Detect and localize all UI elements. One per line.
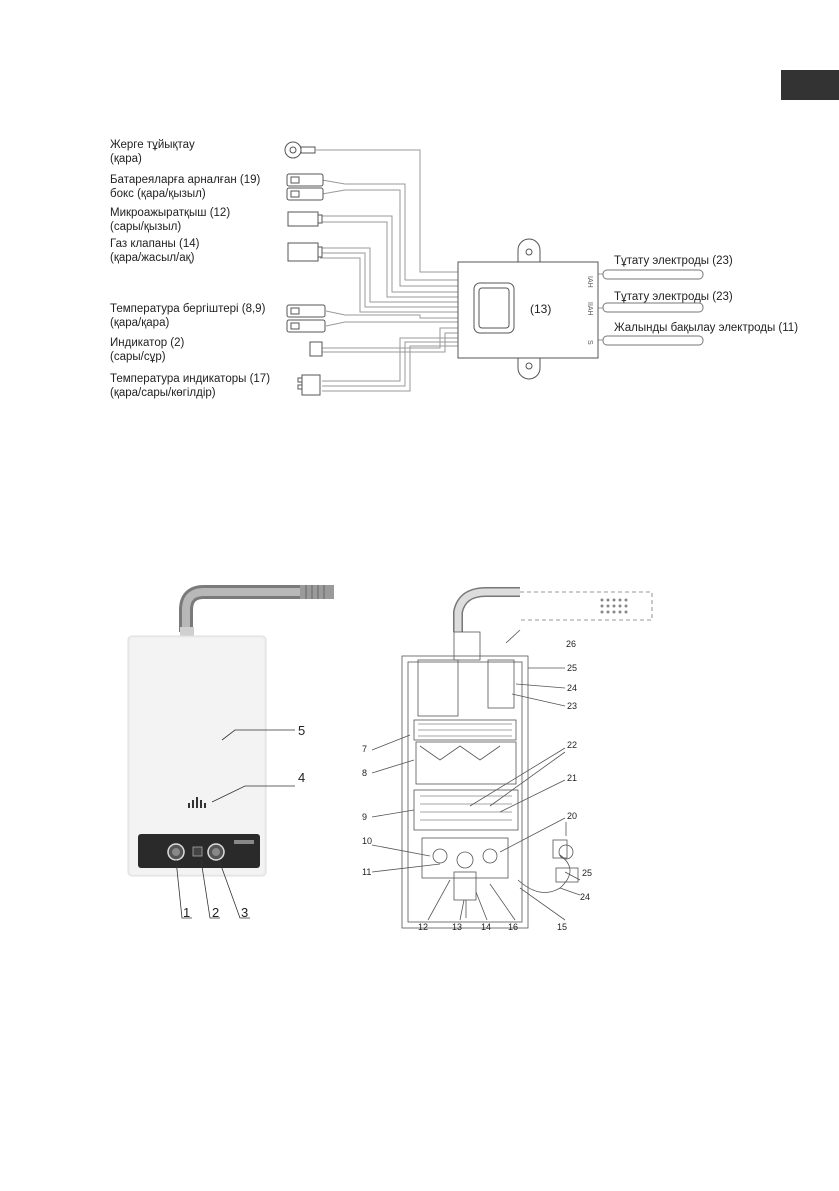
label-ignition-electrode-1: Тұтату электроды (23) bbox=[614, 255, 733, 267]
svg-text:IIAH: IIAH bbox=[586, 302, 593, 316]
callout-3: 3 bbox=[241, 905, 248, 920]
label-battery-box: Батареяларға арналған (19)бокс (қара/қыз… bbox=[110, 174, 261, 200]
heater-front-illustration: 5 4 1 2 3 bbox=[127, 585, 334, 920]
callout-7: 7 bbox=[362, 744, 367, 754]
label-temp-indicator: Температура индикаторы (17)(қара/сары/кө… bbox=[110, 373, 271, 399]
label-ground: Жерге тұйықтау(қара) bbox=[110, 139, 195, 165]
callout-14: 14 bbox=[481, 922, 491, 932]
callout-18: 20 bbox=[567, 811, 577, 821]
control-unit-label: (13) bbox=[530, 302, 551, 316]
callout-13: 13 bbox=[452, 922, 462, 932]
callout-19: 21 bbox=[567, 773, 577, 783]
callout-5: 5 bbox=[298, 723, 305, 738]
callout-15: 15 bbox=[557, 922, 567, 932]
label-ignition-electrode-2: Тұтату электроды (23) bbox=[614, 291, 733, 303]
callout-2: 2 bbox=[212, 905, 219, 920]
callout-23: 25 bbox=[567, 663, 577, 673]
heater-internal-illustration bbox=[371, 587, 653, 929]
callout-22: 24 bbox=[567, 683, 577, 693]
label-indicator: Индикатор (2)(сары/сұр) bbox=[110, 337, 185, 363]
callout-25: 25 bbox=[582, 868, 592, 878]
callout-20: 22 bbox=[567, 740, 577, 750]
callout-1: 1 bbox=[183, 905, 190, 920]
svg-text:S: S bbox=[586, 340, 593, 345]
section-tab bbox=[781, 70, 839, 100]
callout-10: 10 bbox=[362, 836, 372, 846]
label-microswitch: Микроажыратқыш (12)(сары/қызыл) bbox=[110, 207, 231, 233]
callout-16: 16 bbox=[508, 922, 518, 932]
callout-11: 11 bbox=[362, 867, 371, 877]
callout-12: 12 bbox=[418, 922, 428, 932]
callout-24: 24 bbox=[580, 892, 590, 902]
callout-26: 26 bbox=[566, 639, 576, 649]
callout-4: 4 bbox=[298, 770, 305, 785]
svg-text:IAH: IAH bbox=[586, 276, 593, 288]
label-temp-sensors: Температура бергіштері (8,9)(қара/қара) bbox=[110, 303, 266, 329]
callout-8: 8 bbox=[362, 768, 367, 778]
label-gas-valve: Газ клапаны (14)(қара/жасыл/ақ) bbox=[110, 238, 200, 264]
callout-21: 23 bbox=[567, 701, 577, 711]
callout-9: 9 bbox=[362, 812, 367, 822]
label-flame-electrode: Жалынды бақылау электроды (11) bbox=[614, 322, 799, 334]
